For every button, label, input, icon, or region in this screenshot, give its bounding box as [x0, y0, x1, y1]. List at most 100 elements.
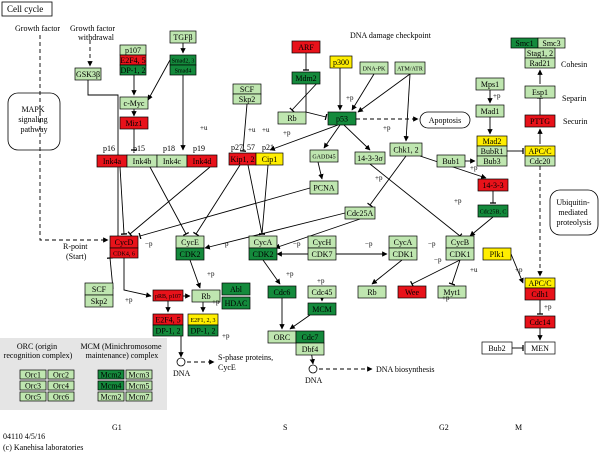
node-miz1[interactable]: Miz1	[119, 116, 149, 130]
node-orc4[interactable]: Orc4	[47, 380, 75, 391]
node-bub3-box	[476, 155, 508, 167]
node-ink4a[interactable]: Ink4a	[96, 154, 128, 168]
node-rb2[interactable]: Rb	[191, 289, 221, 303]
node-cycb[interactable]: CycB	[445, 235, 475, 249]
node-cdc20[interactable]: Cdc20	[524, 155, 556, 167]
mapk-box[interactable]	[7, 92, 61, 151]
node-cdk7[interactable]: CDK7	[307, 247, 337, 261]
node-smc3[interactable]: Smc3	[537, 37, 566, 49]
node-pttg[interactable]: PTTG	[524, 114, 556, 128]
node-atm[interactable]: ATM/ATR	[394, 61, 426, 75]
node-p300[interactable]: p300	[329, 55, 353, 69]
node-orc1[interactable]: Orc1	[19, 369, 47, 380]
node-pcna[interactable]: PCNA	[309, 180, 339, 195]
node-mdm2[interactable]: Mdm2	[291, 71, 321, 85]
node-cdh1[interactable]: Cdh1	[524, 287, 556, 301]
node-mcm3[interactable]: Mcm3	[125, 369, 153, 380]
node-cych[interactable]: CycH	[307, 235, 337, 249]
node-ink4c[interactable]: Ink4c	[156, 154, 188, 168]
node-atm-box	[394, 61, 426, 75]
node-cdk2b[interactable]: CDK2	[248, 247, 278, 261]
node-e2f45a[interactable]: E2F4, 5	[119, 54, 147, 66]
node-tgfb[interactable]: TGFβ	[169, 30, 197, 44]
apoptosis-box[interactable]	[419, 111, 471, 129]
node-mcm[interactable]: MCM	[307, 302, 337, 316]
node-mcm2[interactable]: Mcm2	[97, 369, 125, 380]
node-mad1[interactable]: Mad1	[475, 104, 505, 118]
node-abl[interactable]: Abl	[221, 282, 251, 296]
node-stag12[interactable]: Stag1, 2	[524, 47, 556, 59]
node-e2f45b[interactable]: E2F4, 5	[152, 313, 184, 326]
node-cip1[interactable]: Cip1	[255, 152, 284, 166]
node-bub3[interactable]: Bub3	[476, 155, 508, 167]
node-p1433s[interactable]: 14-3-3σ	[354, 151, 386, 165]
node-hdac[interactable]: HDAC	[221, 296, 251, 310]
node-cdc6[interactable]: Cdc6	[267, 285, 297, 299]
node-kip12[interactable]: Kip1, 2	[228, 152, 257, 166]
node-cyce[interactable]: CycE	[175, 235, 205, 249]
node-scf1[interactable]: SCF	[232, 83, 262, 95]
node-mps1[interactable]: Mps1	[475, 77, 505, 91]
node-rb3[interactable]: Rb	[357, 285, 387, 299]
node-cyca1[interactable]: CycA	[248, 235, 278, 249]
node-bub1[interactable]: Bub1	[436, 154, 466, 168]
node-p107[interactable]: p107	[119, 44, 147, 56]
node-apcc1[interactable]: APC/C	[524, 145, 556, 157]
node-bub2[interactable]: Bub2	[481, 341, 513, 355]
node-orc5[interactable]: Orc5	[19, 391, 47, 402]
node-mcm5[interactable]: Mcm5	[125, 380, 153, 391]
node-smad[interactable]: Smad2, 3	[169, 54, 197, 66]
node-skp2b-box	[84, 294, 114, 308]
node-gadd45[interactable]: GADD45	[309, 149, 339, 163]
node-cdc25bc[interactable]: Cdc25B, C	[477, 204, 509, 218]
node-rad21[interactable]: Rad21	[524, 57, 556, 69]
node-cdk1a[interactable]: CDK1	[388, 247, 418, 261]
node-plk1[interactable]: Plk1	[482, 247, 512, 261]
node-e2f13[interactable]: E2F1, 2, 3	[187, 313, 219, 326]
node-dp12a[interactable]: DP-1, 2	[119, 64, 147, 76]
node-chk12[interactable]: Chk1, 2	[389, 142, 423, 157]
node-men[interactable]: MEN	[524, 341, 556, 355]
node-myt1[interactable]: Myt1	[437, 285, 467, 299]
ubiquitin-box[interactable]	[549, 189, 599, 236]
node-p1433b[interactable]: 14-3-3	[477, 178, 509, 192]
node-cdk1b[interactable]: CDK1	[445, 247, 475, 261]
node-orc3[interactable]: Orc3	[19, 380, 47, 391]
node-skp2a[interactable]: Skp2	[232, 93, 262, 105]
node-cdc25a[interactable]: Cdc25A	[344, 206, 376, 220]
node-rb1[interactable]: Rb	[277, 111, 307, 125]
node-cycd[interactable]: CycD	[109, 235, 139, 249]
node-dp12b[interactable]: DP-1, 2	[152, 324, 184, 337]
node-mcm2b[interactable]: Mcm2	[97, 391, 125, 402]
node-dp12c[interactable]: DP-1, 2	[187, 324, 219, 337]
node-mcm7[interactable]: Mcm7	[125, 391, 153, 402]
node-arf[interactable]: ARF	[291, 40, 321, 54]
node-mcm4[interactable]: Mcm4	[97, 380, 125, 391]
node-ink4d[interactable]: Ink4d	[186, 154, 218, 168]
node-cmyc[interactable]: c-Myc	[119, 96, 149, 110]
node-cdk2a[interactable]: CDK2	[175, 247, 205, 261]
node-esp1[interactable]: Esp1	[524, 85, 556, 99]
node-cdc14[interactable]: Cdc14	[524, 315, 556, 329]
node-bubr1[interactable]: BubR1	[476, 145, 508, 157]
node-orc[interactable]: ORC	[267, 330, 297, 344]
node-gsk3b[interactable]: GSK3β	[74, 67, 102, 81]
node-ink4b[interactable]: Ink4b	[126, 154, 158, 168]
node-smc1[interactable]: Smc1	[510, 37, 539, 49]
node-cdk46[interactable]: CDK4, 6	[109, 247, 139, 259]
node-mad2[interactable]: Mad2	[476, 135, 508, 147]
node-cdc7[interactable]: Cdc7	[295, 330, 325, 344]
node-orc6[interactable]: Orc6	[47, 391, 75, 402]
node-wee[interactable]: Wee	[397, 285, 427, 299]
node-orc2[interactable]: Orc2	[47, 369, 75, 380]
node-cdc45[interactable]: Cdc45	[307, 285, 337, 299]
node-p53[interactable]: p53	[327, 111, 357, 126]
node-smad4[interactable]: Smad4	[169, 64, 197, 76]
node-apcc2[interactable]: APC/C	[524, 277, 556, 289]
node-cyca2[interactable]: CycA	[388, 235, 418, 249]
node-prb[interactable]: pRB, p107	[152, 289, 184, 302]
node-dbf4[interactable]: Dbf4	[295, 342, 325, 356]
node-dnapk[interactable]: DNA-PK	[359, 61, 389, 75]
node-skp2b[interactable]: Skp2	[84, 294, 114, 308]
node-scf2[interactable]: SCF	[84, 282, 114, 296]
